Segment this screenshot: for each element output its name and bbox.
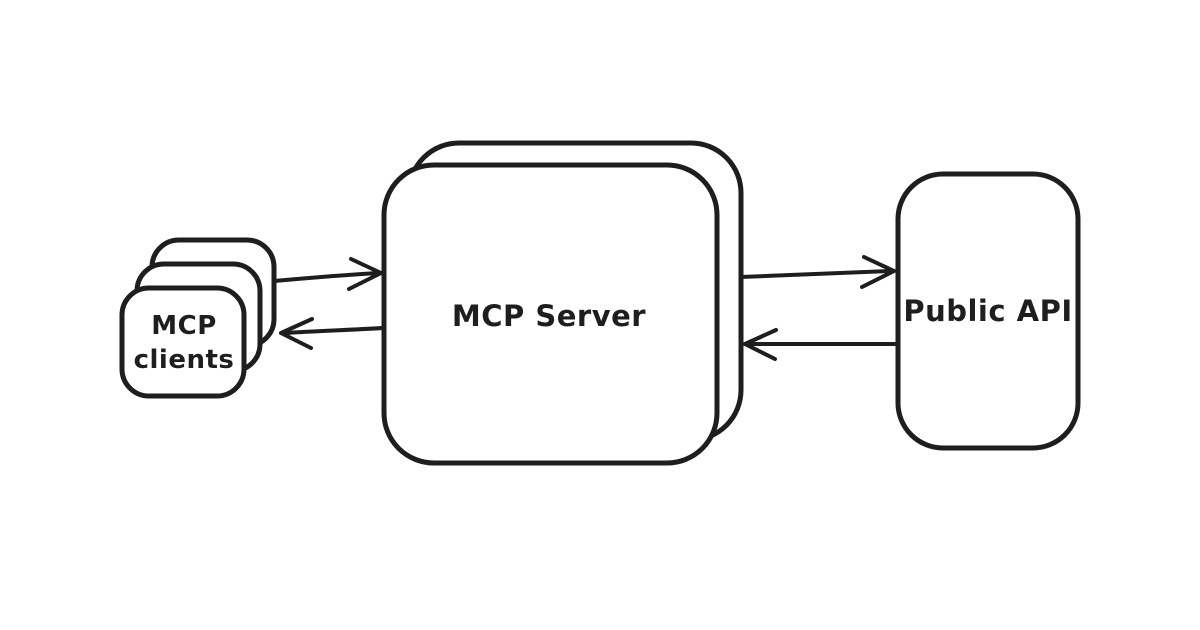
clients-label-line2: clients (134, 345, 235, 375)
server-card-front (381, 162, 720, 466)
arrow-clients-to-server (272, 257, 383, 291)
arrow-server-to-api (739, 255, 896, 289)
server-node: MCP Server (381, 140, 744, 466)
api-node: Public API (895, 171, 1081, 451)
clients-card-front (119, 285, 247, 399)
edges (272, 255, 899, 361)
clients-node: MCP clients (119, 237, 277, 399)
arrow-api-to-server (743, 328, 899, 361)
arrow-server-to-clients (279, 317, 385, 350)
api-label: Public API (903, 294, 1072, 328)
clients-label-line1: MCP (151, 311, 217, 341)
api-card (895, 171, 1081, 451)
server-label: MCP Server (452, 299, 646, 333)
